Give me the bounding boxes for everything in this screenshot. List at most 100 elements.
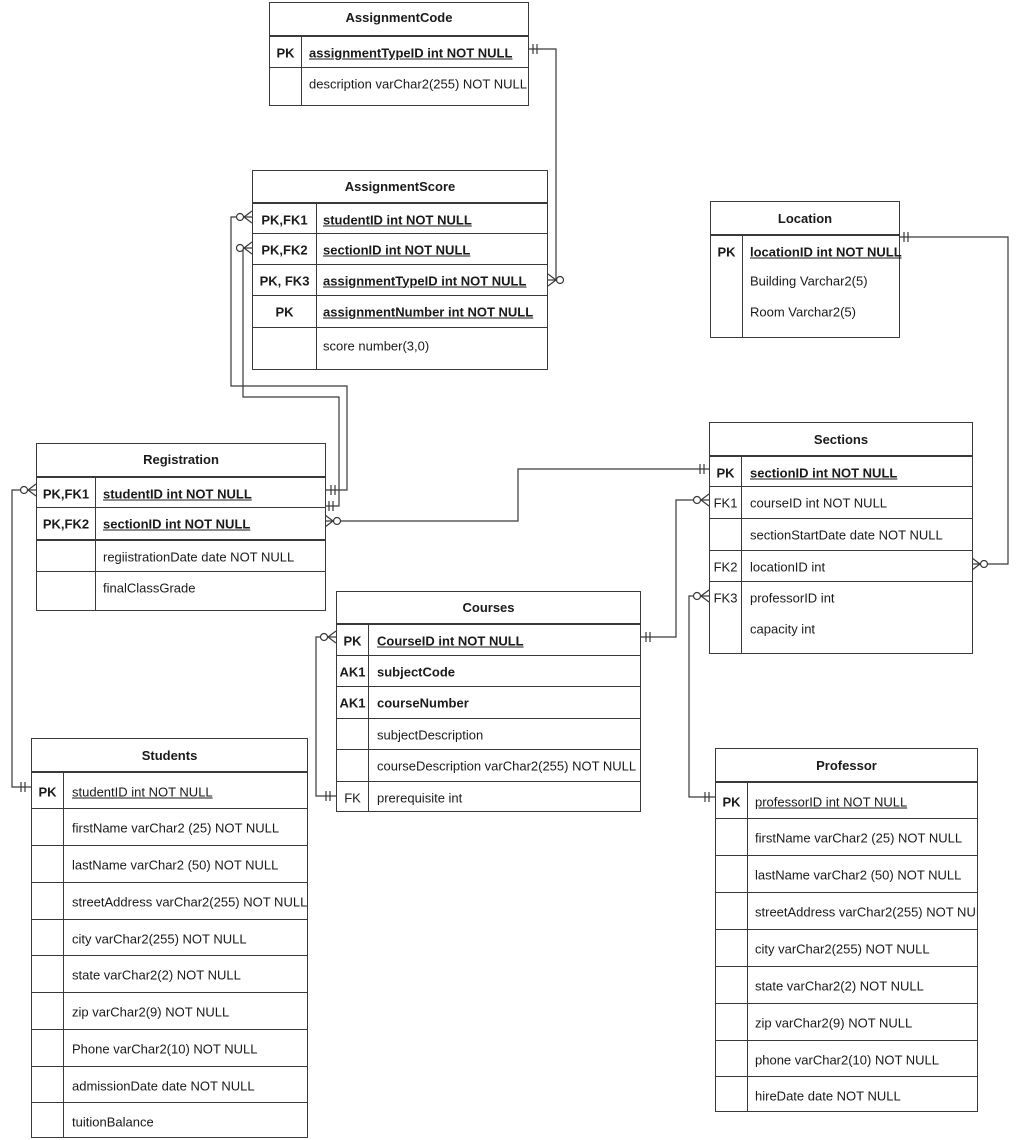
entity-row: city varChar2(255) NOT NULL xyxy=(716,929,977,967)
entity-row: admissionDate date NOT NULL xyxy=(32,1066,307,1104)
entity-title: Students xyxy=(141,748,198,763)
entity-row: PK locationID int NOT NULL xyxy=(711,234,902,268)
key-column-divider xyxy=(95,476,96,610)
entity-row: PK,FK2 sectionID int NOT NULL xyxy=(253,233,547,265)
entity-row: tuitionBalance xyxy=(32,1102,307,1140)
key-label: PK xyxy=(717,244,736,260)
entity-row: description varChar2(255) NOT NULL xyxy=(270,67,528,100)
entity-sections: Sections PK sectionID int NOT NULL FK1 c… xyxy=(709,422,973,654)
field-label: firstName varChar2 (25) NOT NULL xyxy=(755,830,963,845)
key-label: PK xyxy=(716,465,735,480)
entity-row: PK assignmentTypeID int NOT NULL xyxy=(270,35,528,69)
key-label: PK xyxy=(38,784,57,799)
key-column-divider xyxy=(741,455,742,653)
entity-row: FK prerequisite int xyxy=(337,781,640,813)
entity-row: lastName varChar2 (50) NOT NULL xyxy=(32,845,307,883)
entity-row: PK sectionID int NOT NULL xyxy=(710,455,972,488)
key-column-divider xyxy=(368,623,369,811)
field-label: regiistrationDate date NOT NULL xyxy=(103,549,295,564)
key-label: PK,FK2 xyxy=(42,516,90,531)
field-label: studentID int NOT NULL xyxy=(323,212,472,227)
field-label: courseDescription varChar2(255) NOT NULL xyxy=(377,758,637,773)
key-label: PK xyxy=(722,794,741,809)
entity-title: AssignmentCode xyxy=(345,10,453,25)
key-column-divider xyxy=(301,35,302,105)
field-label: Phone varChar2(10) NOT NULL xyxy=(72,1041,258,1056)
entity-title: Sections xyxy=(813,432,869,447)
field-label: assignmentTypeID int NOT NULL xyxy=(309,45,513,61)
entity-row: regiistrationDate date NOT NULL xyxy=(37,539,325,572)
entity-row: sectionStartDate date NOT NULL xyxy=(710,518,972,550)
field-label: courseID int NOT NULL xyxy=(750,495,888,510)
field-label: subjectCode xyxy=(377,664,456,679)
key-label: FK2 xyxy=(713,559,738,574)
entity-row: Building Varchar2(5) xyxy=(711,267,899,295)
key-label: PK,FK2 xyxy=(261,242,308,257)
key-label: PK xyxy=(276,45,295,61)
entity-row: state varChar2(2) NOT NULL xyxy=(716,966,977,1004)
rel-courses-self-prerequisite xyxy=(315,630,337,801)
field-label: courseNumber xyxy=(377,695,469,710)
field-label: score number(3,0) xyxy=(323,338,430,354)
field-label: studentID int NOT NULL xyxy=(72,784,213,799)
entity-row: streetAddress varChar2(255) NOT NULL xyxy=(32,882,307,920)
field-label: capacity int xyxy=(750,621,816,636)
entity-row: hireDate date NOT NULL xyxy=(716,1076,977,1111)
field-label: prerequisite int xyxy=(377,790,463,805)
entity-row: FK1 courseID int NOT NULL xyxy=(710,486,972,518)
key-label: PK,FK1 xyxy=(42,486,90,501)
entity-row: AK1 courseNumber xyxy=(337,686,640,718)
field-label: zip varChar2(9) NOT NULL xyxy=(755,1015,913,1030)
entity-title: AssignmentScore xyxy=(344,179,456,194)
key-column-divider xyxy=(63,771,64,1137)
field-label: sectionStartDate date NOT NULL xyxy=(750,527,943,542)
rel-courses-sections xyxy=(640,493,710,642)
entity-assignmentcode: AssignmentCode PK assignmentTypeID int N… xyxy=(269,2,529,106)
key-label: PK xyxy=(343,633,362,648)
entity-professor: Professor PK professorID int NOT NULL fi… xyxy=(715,748,978,1112)
key-column-divider xyxy=(742,234,743,337)
entity-row: Room Varchar2(5) xyxy=(711,298,899,326)
entity-row: FK3 professorID int xyxy=(710,581,972,613)
entity-title: Courses xyxy=(462,600,515,615)
entity-row: zip varChar2(9) NOT NULL xyxy=(32,992,307,1030)
field-label: lastName varChar2 (50) NOT NULL xyxy=(755,867,962,882)
field-label: firstName varChar2 (25) NOT NULL xyxy=(72,820,280,835)
entity-courses: Courses PK CourseID int NOT NULL AK1 sub… xyxy=(336,591,641,812)
entity-row: firstName varChar2 (25) NOT NULL xyxy=(716,818,977,856)
field-label: lastName varChar2 (50) NOT NULL xyxy=(72,857,279,872)
entity-assignmentscore: AssignmentScore PK,FK1 studentID int NOT… xyxy=(252,170,548,370)
entity-row: zip varChar2(9) NOT NULL xyxy=(716,1003,977,1041)
field-label: locationID int xyxy=(750,559,826,574)
field-label: assignmentNumber int NOT NULL xyxy=(323,304,534,319)
entity-row: PK CourseID int NOT NULL xyxy=(337,623,640,656)
entity-row: finalClassGrade xyxy=(37,571,325,603)
field-label: zip varChar2(9) NOT NULL xyxy=(72,1004,230,1019)
entity-row: city varChar2(255) NOT NULL xyxy=(32,919,307,957)
field-label: assignmentTypeID int NOT NULL xyxy=(323,273,527,288)
entity-students: Students PK studentID int NOT NULL first… xyxy=(31,738,308,1138)
field-label: professorID int NOT NULL xyxy=(755,794,908,809)
entity-row: AK1 subjectCode xyxy=(337,655,640,687)
key-label: AK1 xyxy=(339,664,366,679)
field-label: streetAddress varChar2(255) NOT NUL xyxy=(755,904,978,919)
entity-row: phone varChar2(10) NOT NULL xyxy=(716,1040,977,1078)
entity-row: Phone varChar2(10) NOT NULL xyxy=(32,1029,307,1067)
field-label: streetAddress varChar2(255) NOT NULL xyxy=(72,894,308,909)
field-label: sectionID int NOT NULL xyxy=(323,242,471,257)
field-label: hireDate date NOT NULL xyxy=(755,1088,901,1103)
field-label: state varChar2(2) NOT NULL xyxy=(72,967,241,982)
entity-row: firstName varChar2 (25) NOT NULL xyxy=(32,808,307,846)
key-column-divider xyxy=(316,202,317,369)
field-label: Room Varchar2(5) xyxy=(750,304,856,320)
entity-title: Location xyxy=(777,211,833,226)
entity-title: Professor xyxy=(816,758,877,773)
field-label: phone varChar2(10) NOT NULL xyxy=(755,1052,940,1067)
field-label: finalClassGrade xyxy=(103,580,196,595)
field-label: tuitionBalance xyxy=(72,1114,154,1129)
field-label: state varChar2(2) NOT NULL xyxy=(755,978,924,993)
field-label: city varChar2(255) NOT NULL xyxy=(72,931,247,946)
rel-sections-registration xyxy=(324,464,709,528)
entity-title: Registration xyxy=(143,452,219,467)
field-label: professorID int xyxy=(750,590,835,605)
